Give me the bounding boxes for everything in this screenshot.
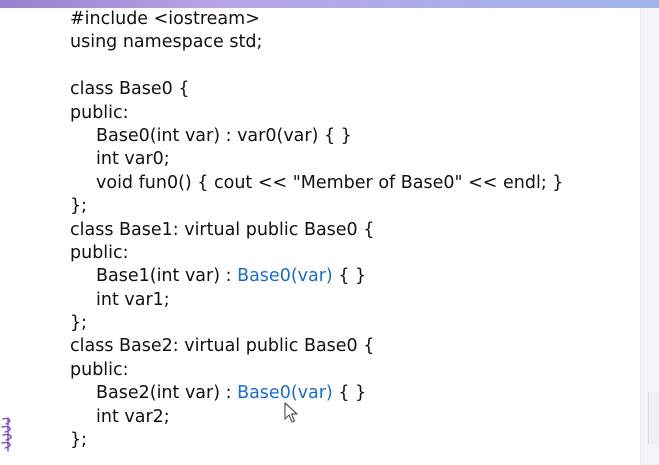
right-edge-panel <box>640 8 659 465</box>
code-line: public: <box>0 102 640 125</box>
code-line: public: <box>0 359 640 382</box>
code-line: int var1; <box>0 289 640 312</box>
code-line: }; <box>0 312 640 335</box>
code-token-highlight: Base0(var) <box>237 266 333 287</box>
code-listing: #include <iostream> using namespace std; c… <box>0 8 640 452</box>
code-line: class Base0 { <box>0 78 640 101</box>
code-token: Base2(int var) : <box>96 383 238 404</box>
code-token: { } <box>332 383 367 404</box>
code-token: public: <box>70 102 129 123</box>
code-line: }; <box>0 429 640 452</box>
code-line: int var2; <box>0 406 640 429</box>
code-line: class Base1: virtual public Base0 { <box>0 219 640 242</box>
code-token: void fun0() { cout << "Member of Base0" … <box>96 172 564 193</box>
code-line: #include <iostream> <box>0 8 640 31</box>
code-token: }; <box>70 313 88 334</box>
top-accent-strip <box>0 0 659 8</box>
mouse-pointer-icon <box>284 402 298 423</box>
code-token: int var0; <box>96 149 170 170</box>
code-line: Base2(int var) : Base0(var) { } <box>0 382 640 405</box>
code-token: Base1(int var) : <box>96 266 238 287</box>
code-line: }; <box>0 195 640 218</box>
code-token: }; <box>70 196 88 217</box>
code-token: class Base0 { <box>70 79 190 100</box>
code-token: Base0(int var) : var0(var) { } <box>96 125 352 146</box>
code-token: }; <box>70 430 88 451</box>
code-token: class Base1: virtual public Base0 { <box>70 219 375 240</box>
code-line: using namespace std; <box>0 31 640 54</box>
code-token-highlight: Base0(var) <box>237 383 333 404</box>
code-token: int var2; <box>96 406 170 427</box>
code-token: int var1; <box>96 289 170 310</box>
code-line <box>0 55 640 78</box>
code-line: class Base2: virtual public Base0 { <box>0 335 640 358</box>
code-token: { } <box>332 266 367 287</box>
code-token: #include <iostream> <box>70 9 260 29</box>
code-line: void fun0() { cout << "Member of Base0" … <box>0 172 640 195</box>
code-token: public: <box>70 359 129 380</box>
right-edge-tab[interactable] <box>648 392 659 444</box>
code-token: class Base2: virtual public Base0 { <box>70 336 375 357</box>
code-line: int var0; <box>0 148 640 171</box>
code-token: using namespace std; <box>70 32 263 53</box>
code-line: Base0(int var) : var0(var) { } <box>0 125 640 148</box>
code-line: Base1(int var) : Base0(var) { } <box>0 265 640 288</box>
code-line: public: <box>0 242 640 265</box>
code-token: public: <box>70 242 129 263</box>
logo-mark-icon <box>1 417 12 452</box>
